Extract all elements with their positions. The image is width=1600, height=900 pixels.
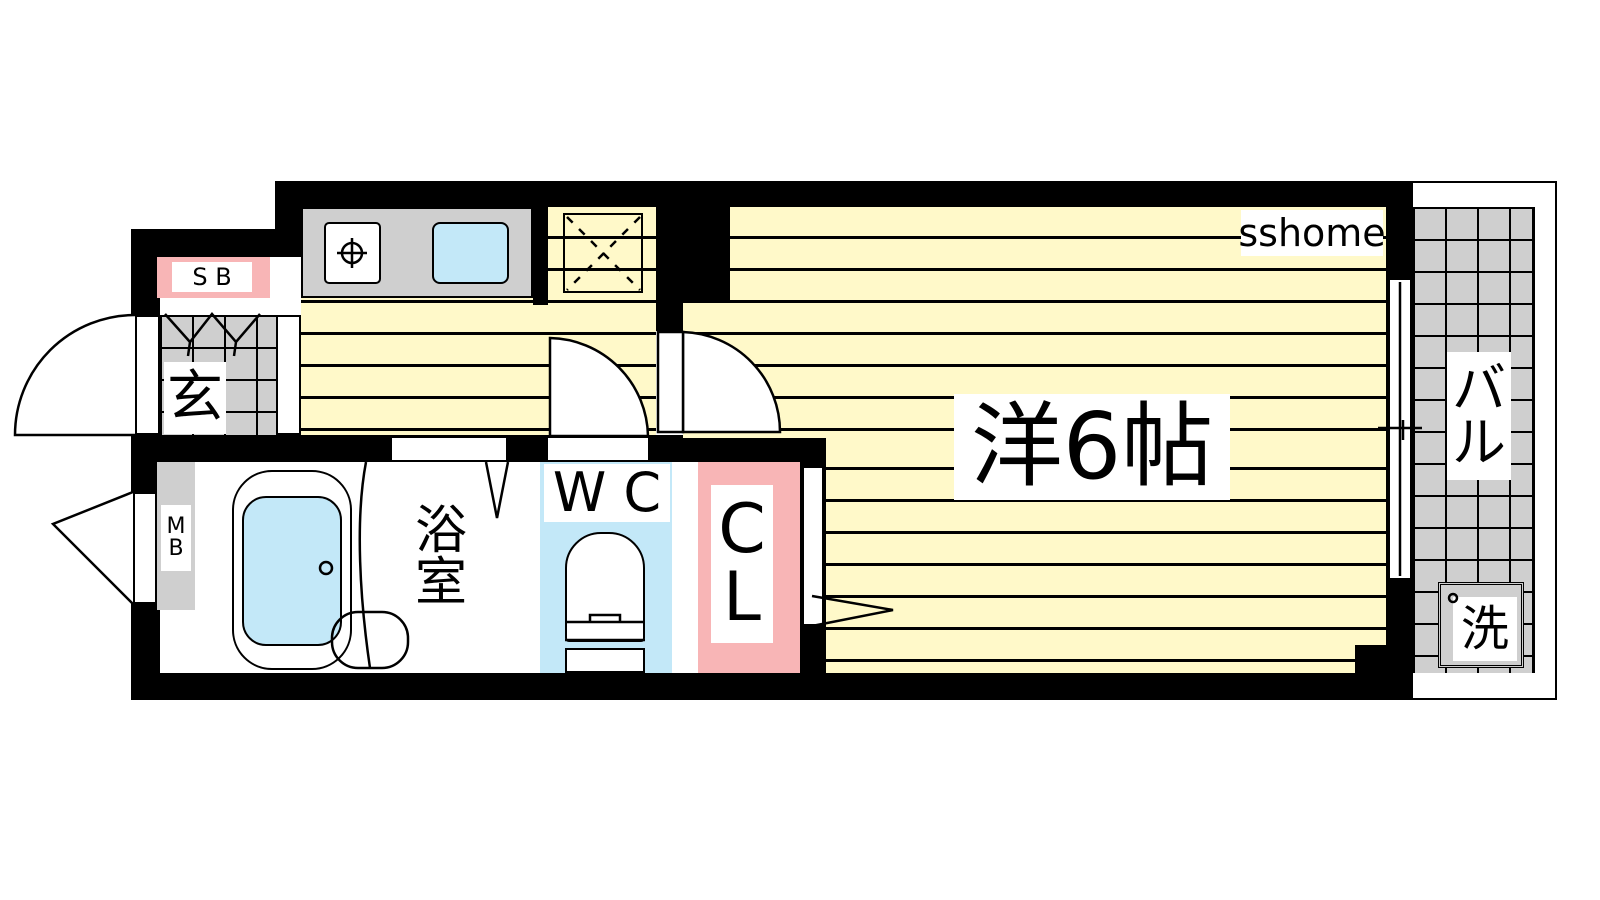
fridge-space-icon xyxy=(563,213,643,293)
meter-box-door-swing[interactable] xyxy=(50,490,134,605)
bathtub-icon xyxy=(242,496,342,646)
toilet-label: W C xyxy=(544,464,670,522)
toilet-seat-icon xyxy=(565,613,645,642)
room-door-frame xyxy=(656,330,685,434)
wall-notch xyxy=(1355,645,1386,673)
wall-column-lower xyxy=(656,303,683,331)
bathtub-outer xyxy=(232,470,352,670)
wall-left xyxy=(131,229,160,700)
room-label: 洋6帖 xyxy=(954,394,1230,500)
shoe-box-door-icon xyxy=(164,312,261,357)
entrance-step xyxy=(276,315,301,435)
wall-top xyxy=(275,181,1413,207)
bath-door-icon xyxy=(484,461,510,519)
meter-box-label-1: M xyxy=(166,514,186,539)
wall-bottom xyxy=(131,673,1413,700)
toilet-tank-icon xyxy=(565,648,645,673)
bathroom-door[interactable] xyxy=(392,438,506,460)
wall-kitchen-side xyxy=(533,207,548,305)
bathroom-label-2: 室 xyxy=(414,553,467,613)
entrance-door-frame xyxy=(135,315,160,435)
entrance-label: 玄 xyxy=(164,362,226,434)
closet-door-icon xyxy=(811,594,894,628)
balcony-label: バ ル xyxy=(1447,352,1511,480)
burner-cross-icon xyxy=(337,238,367,268)
toilet-door-frame xyxy=(548,438,648,460)
closet-label-2: L xyxy=(723,558,761,637)
bathroom-label-1: 浴 xyxy=(414,501,467,561)
meter-box-label-2: B xyxy=(168,536,184,561)
shower-hose-icon xyxy=(358,461,372,669)
wall-corner xyxy=(275,181,301,257)
shoe-box-label: S B xyxy=(172,262,252,292)
toilet-door-swing[interactable] xyxy=(548,336,650,438)
closet-label-1: C xyxy=(718,490,766,569)
balcony-label-1: バ xyxy=(1452,357,1506,420)
sink-icon xyxy=(432,222,509,284)
fridge-x-icon xyxy=(566,216,641,291)
meter-box-door[interactable] xyxy=(133,492,157,604)
drain-icon xyxy=(318,560,334,576)
washer-label: 洗 xyxy=(1453,597,1517,661)
bathroom-label: 浴 室 xyxy=(405,495,477,619)
stove-icon xyxy=(324,222,381,284)
meter-box-label: M B xyxy=(161,505,191,571)
watermark: sshome xyxy=(1238,210,1386,256)
washer-drain-icon xyxy=(1447,592,1459,604)
wall-column xyxy=(656,207,730,303)
entrance-door-swing[interactable] xyxy=(13,313,136,437)
balcony-label-2: ル xyxy=(1452,411,1506,474)
window-sash-icon xyxy=(1378,282,1422,576)
closet-label: C L xyxy=(711,485,773,643)
room-door-swing[interactable] xyxy=(681,330,782,434)
